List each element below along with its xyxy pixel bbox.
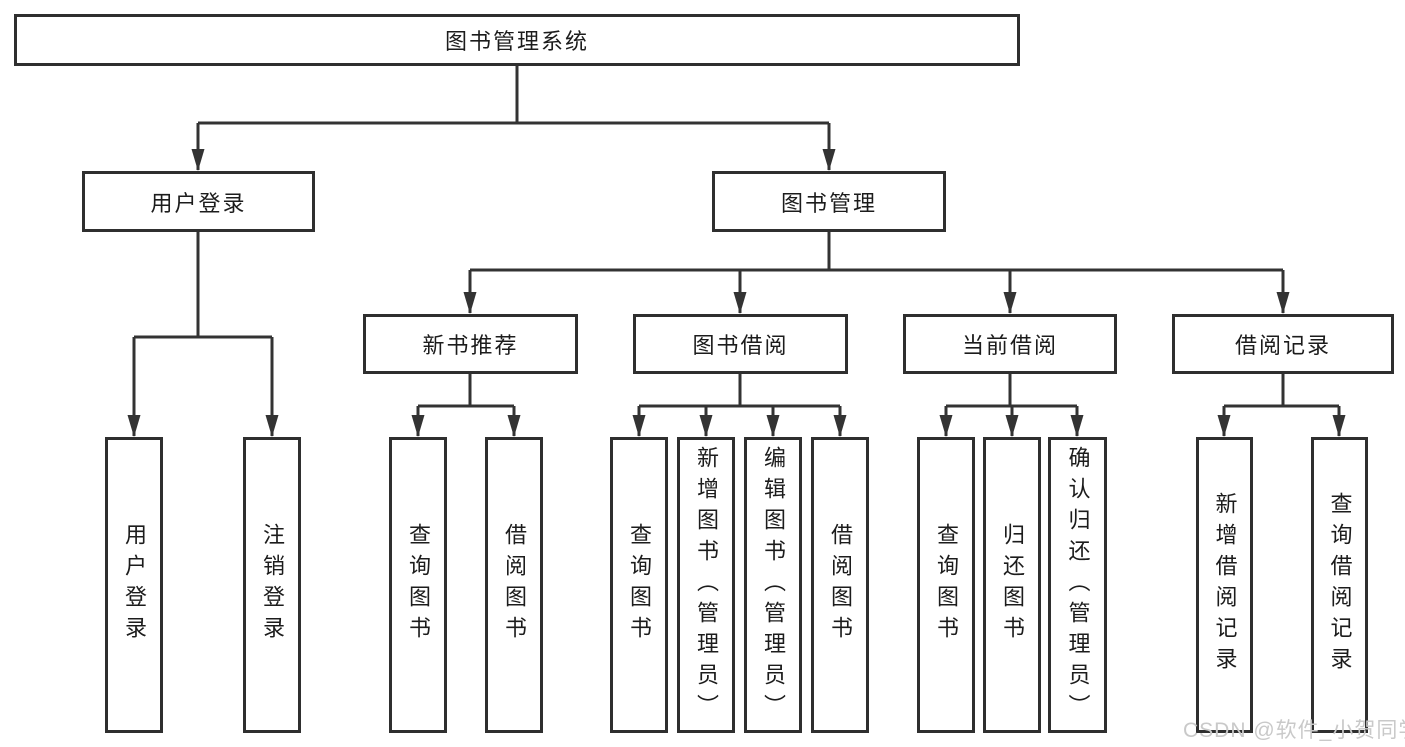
node-current-borrowing: 当前借阅 xyxy=(903,314,1117,374)
node-label: 新书推荐 xyxy=(422,333,519,358)
leaf-query-book-current: 查询图书 xyxy=(917,437,975,733)
leaf-add-borrow-record: 新增借阅记录 xyxy=(1196,437,1253,733)
node-label: 查询图书 xyxy=(406,523,431,647)
leaf-user-login: 用户登录 xyxy=(105,437,163,733)
node-label: 查询图书 xyxy=(627,523,652,647)
node-label: 图书管理系统 xyxy=(444,29,589,54)
leaf-return-book: 归还图书 xyxy=(983,437,1041,733)
node-label: 用户登录 xyxy=(150,190,247,216)
node-label: 借阅记录 xyxy=(1234,333,1331,358)
node-root-system: 图书管理系统 xyxy=(14,14,1020,66)
node-label: 图书借阅 xyxy=(692,333,789,358)
csdn-watermark: CSDN @软件_小贺同学 xyxy=(1183,719,1405,742)
node-label: 借阅图书 xyxy=(828,523,853,647)
node-label: 新增图书（管理员） xyxy=(694,445,719,725)
leaf-query-borrow-record: 查询借阅记录 xyxy=(1311,437,1368,733)
node-label: 当前借阅 xyxy=(961,333,1058,358)
leaf-add-book-admin: 新增图书（管理员） xyxy=(677,437,735,733)
node-label: 注销登录 xyxy=(260,523,285,647)
node-user-login: 用户登录 xyxy=(82,171,315,232)
node-label: 归还图书 xyxy=(1000,523,1025,647)
leaf-borrow-book-recommend: 借阅图书 xyxy=(485,437,543,733)
node-label: 查询借阅记录 xyxy=(1327,492,1353,678)
node-book-management: 图书管理 xyxy=(712,171,946,232)
node-new-book-recommend: 新书推荐 xyxy=(363,314,578,374)
leaf-borrow-book: 借阅图书 xyxy=(811,437,869,733)
leaf-confirm-return-admin: 确认归还（管理员） xyxy=(1048,437,1107,733)
node-label: 图书管理 xyxy=(780,190,877,216)
node-borrowing-records: 借阅记录 xyxy=(1172,314,1394,374)
node-label: 编辑图书（管理员） xyxy=(761,445,786,725)
node-label: 用户登录 xyxy=(122,523,147,647)
node-label: 查询图书 xyxy=(934,523,959,647)
node-label: 借阅图书 xyxy=(502,523,527,647)
node-label: 新增借阅记录 xyxy=(1212,492,1238,678)
leaf-query-book-borrowing: 查询图书 xyxy=(610,437,668,733)
node-label: 确认归还（管理员） xyxy=(1065,445,1091,725)
leaf-query-book-recommend: 查询图书 xyxy=(389,437,447,733)
node-book-borrowing: 图书借阅 xyxy=(633,314,848,374)
leaf-logout: 注销登录 xyxy=(243,437,301,733)
leaf-edit-book-admin: 编辑图书（管理员） xyxy=(744,437,802,733)
